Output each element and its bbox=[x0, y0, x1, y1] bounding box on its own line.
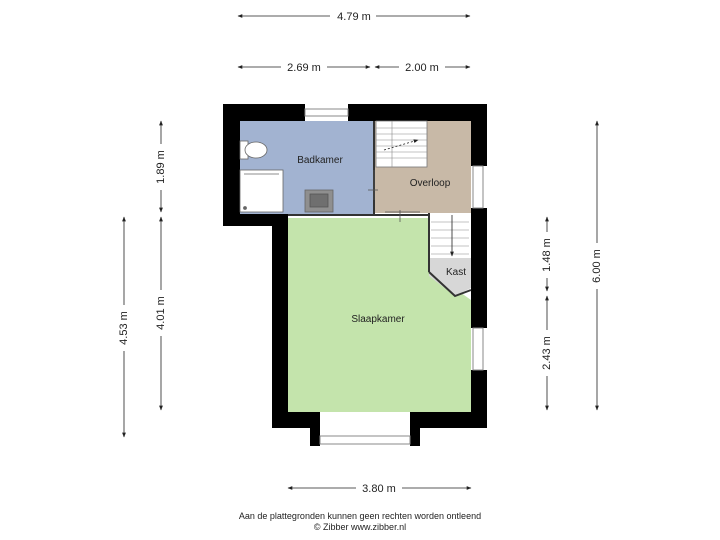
dim-label-top-total: 4.79 m bbox=[337, 11, 371, 23]
shower-tray bbox=[239, 169, 284, 213]
dim-label-top-right: 2.00 m bbox=[405, 62, 439, 74]
stairs-lower bbox=[431, 221, 469, 255]
wall-bay-right bbox=[410, 412, 420, 446]
sink-basin bbox=[309, 193, 329, 208]
window-right-upper bbox=[472, 165, 484, 209]
dim-bg bbox=[399, 60, 445, 74]
room-label-kast: Kast bbox=[446, 267, 466, 278]
wall-bottom-left bbox=[272, 412, 320, 428]
dim-bg bbox=[154, 290, 168, 336]
dim-bg bbox=[590, 243, 604, 289]
dim-bg bbox=[356, 481, 402, 495]
dimension-label-backgrounds bbox=[117, 9, 604, 495]
dim-label-left-inner: 4.01 m bbox=[155, 296, 167, 330]
stair-landing bbox=[429, 213, 471, 260]
wall-bay-left bbox=[310, 412, 320, 446]
wall-right-upper bbox=[471, 104, 487, 166]
dim-bg bbox=[330, 9, 376, 23]
bathroom-fixtures bbox=[239, 140, 334, 213]
walls bbox=[223, 104, 487, 446]
wall-right-middle bbox=[471, 208, 487, 328]
wall-left-upper bbox=[223, 104, 240, 226]
dim-label-top-left: 2.69 m bbox=[287, 62, 321, 74]
footer-copyright: © Zibber www.zibber.nl bbox=[313, 522, 407, 532]
room-slaapkamer-floor bbox=[288, 218, 471, 412]
dim-label-right-lower: 2.43 m bbox=[541, 336, 553, 370]
windows bbox=[304, 108, 484, 445]
wall-left-lower bbox=[272, 214, 288, 428]
stairs-upper-arrow bbox=[383, 139, 419, 151]
wall-bath-bottom bbox=[223, 214, 288, 226]
wall-bottom-right bbox=[410, 412, 487, 428]
dim-label-bottom: 3.80 m bbox=[362, 483, 396, 495]
window-bay bbox=[319, 435, 411, 445]
room-kast-floor bbox=[429, 258, 471, 296]
dim-bg bbox=[540, 330, 554, 376]
toilet-bowl bbox=[244, 141, 268, 159]
room-label-badkamer: Badkamer bbox=[297, 155, 343, 166]
room-label-overloop: Overloop bbox=[410, 178, 451, 189]
wall-top-left-block bbox=[223, 104, 305, 121]
wall-top-right-block bbox=[348, 104, 486, 121]
dim-bg bbox=[117, 305, 131, 351]
dim-label-left-outer: 4.53 m bbox=[118, 311, 130, 345]
wall-kast bbox=[428, 271, 472, 298]
dim-label-right-upper: 1.48 m bbox=[541, 238, 553, 272]
shower-drain bbox=[243, 206, 247, 210]
doors bbox=[368, 170, 420, 222]
room-label-slaapkamer: Slaapkamer bbox=[351, 314, 405, 325]
dim-bg bbox=[281, 60, 327, 74]
stairs-upper bbox=[375, 120, 428, 168]
dim-label-left-upper: 1.89 m bbox=[155, 150, 167, 184]
dim-bg bbox=[540, 232, 554, 278]
footer-disclaimer: Aan de plattegronden kunnen geen rechten… bbox=[238, 511, 482, 521]
window-top bbox=[304, 108, 349, 117]
dim-bg bbox=[154, 144, 168, 190]
dim-label-right-total: 6.00 m bbox=[591, 249, 603, 283]
stairs-upper-area bbox=[375, 120, 428, 168]
window-right-lower bbox=[472, 327, 484, 371]
